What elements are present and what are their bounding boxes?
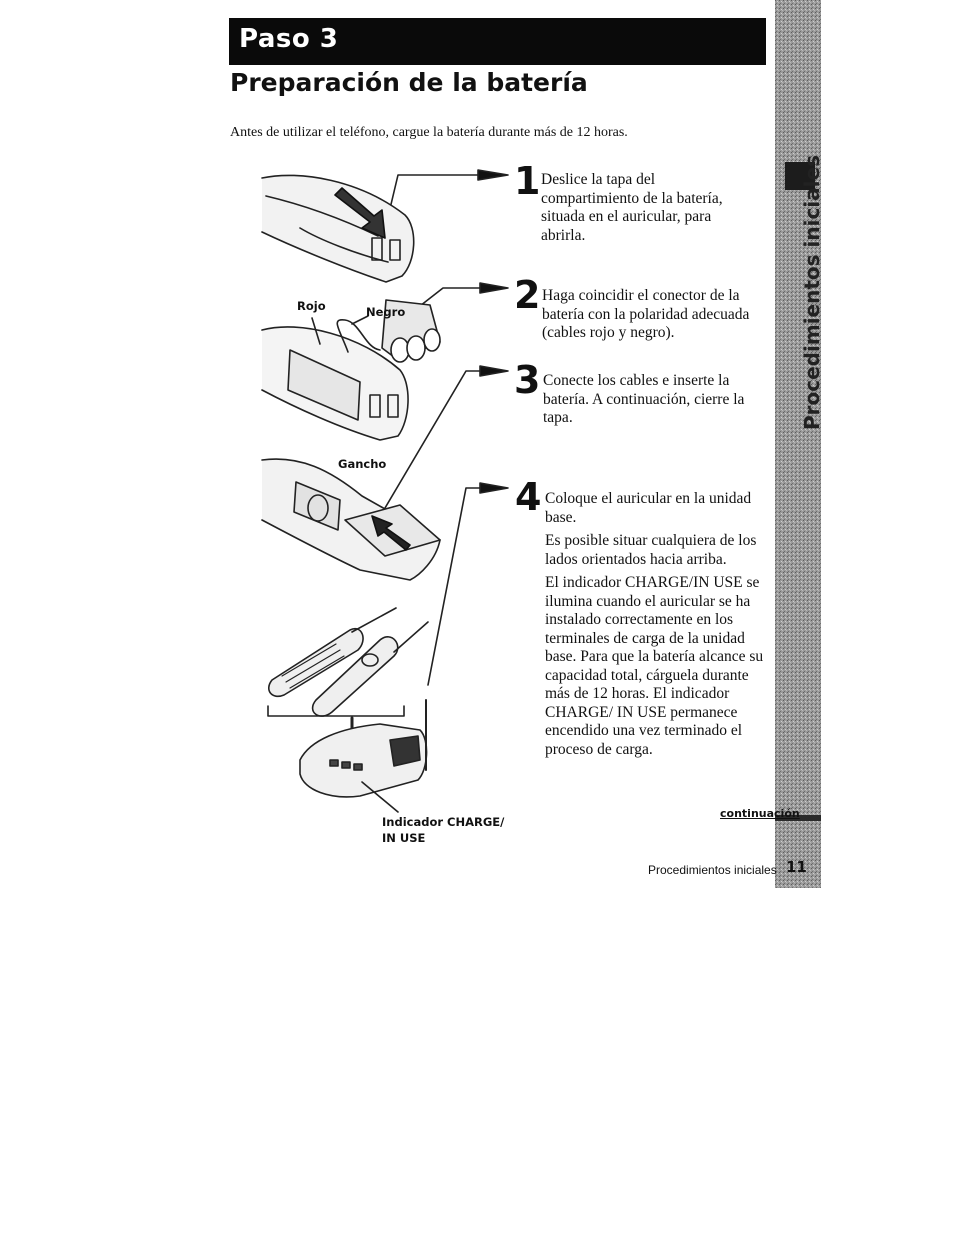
handset-figure-1 <box>261 174 415 283</box>
page-number: 11 <box>786 858 807 876</box>
label-negro: Negro <box>366 305 406 319</box>
label-rojo: Rojo <box>297 299 326 313</box>
step-number-1: 1 <box>514 159 541 203</box>
step-number-3: 3 <box>514 358 541 402</box>
step-4-paragraph-2: Es posible situar cualquiera de los lado… <box>545 532 757 568</box>
page-title: Preparación de la batería <box>230 68 588 97</box>
continuation-label: continuación <box>720 807 800 820</box>
label-gancho: Gancho <box>338 457 387 471</box>
step-label: Paso 3 <box>239 24 339 54</box>
footer-section-name: Procedimientos iniciales <box>648 863 777 877</box>
handset-figure-3 <box>261 458 441 581</box>
step-number-4: 4 <box>515 475 542 519</box>
intro-text: Antes de utilizar el teléfono, cargue la… <box>230 125 628 140</box>
step-text-4: Coloque el auricular en la unidad base. … <box>545 490 775 764</box>
label-indicador-line1: Indicador CHARGE/ <box>382 815 505 829</box>
step-4-paragraph-3: El indicador CHARGE/IN USE se ilumina cu… <box>545 574 764 758</box>
side-tab-strip <box>775 0 821 888</box>
step-text-2: Haga coincidir el conector de la batería… <box>542 287 767 348</box>
handsets-and-base-figure <box>267 607 429 813</box>
battery-pack <box>381 299 441 363</box>
label-indicador-line2: IN USE <box>382 831 426 845</box>
step-text-3: Conecte los cables e inserte la batería.… <box>543 372 769 433</box>
handset-figure-2 <box>261 299 441 441</box>
step-header-bar: Paso 3 <box>229 18 766 65</box>
step-4-paragraph-1: Coloque el auricular en la unidad base. <box>545 490 752 526</box>
step-2-paragraph: Haga coincidir el conector de la batería… <box>542 287 750 341</box>
step-3-paragraph: Conecte los cables e inserte la batería.… <box>543 372 745 426</box>
step-number-2: 2 <box>514 273 541 317</box>
step-text-1: Deslice la tapa del compartimiento de la… <box>541 171 756 250</box>
step-1-paragraph: Deslice la tapa del compartimiento de la… <box>541 171 723 244</box>
